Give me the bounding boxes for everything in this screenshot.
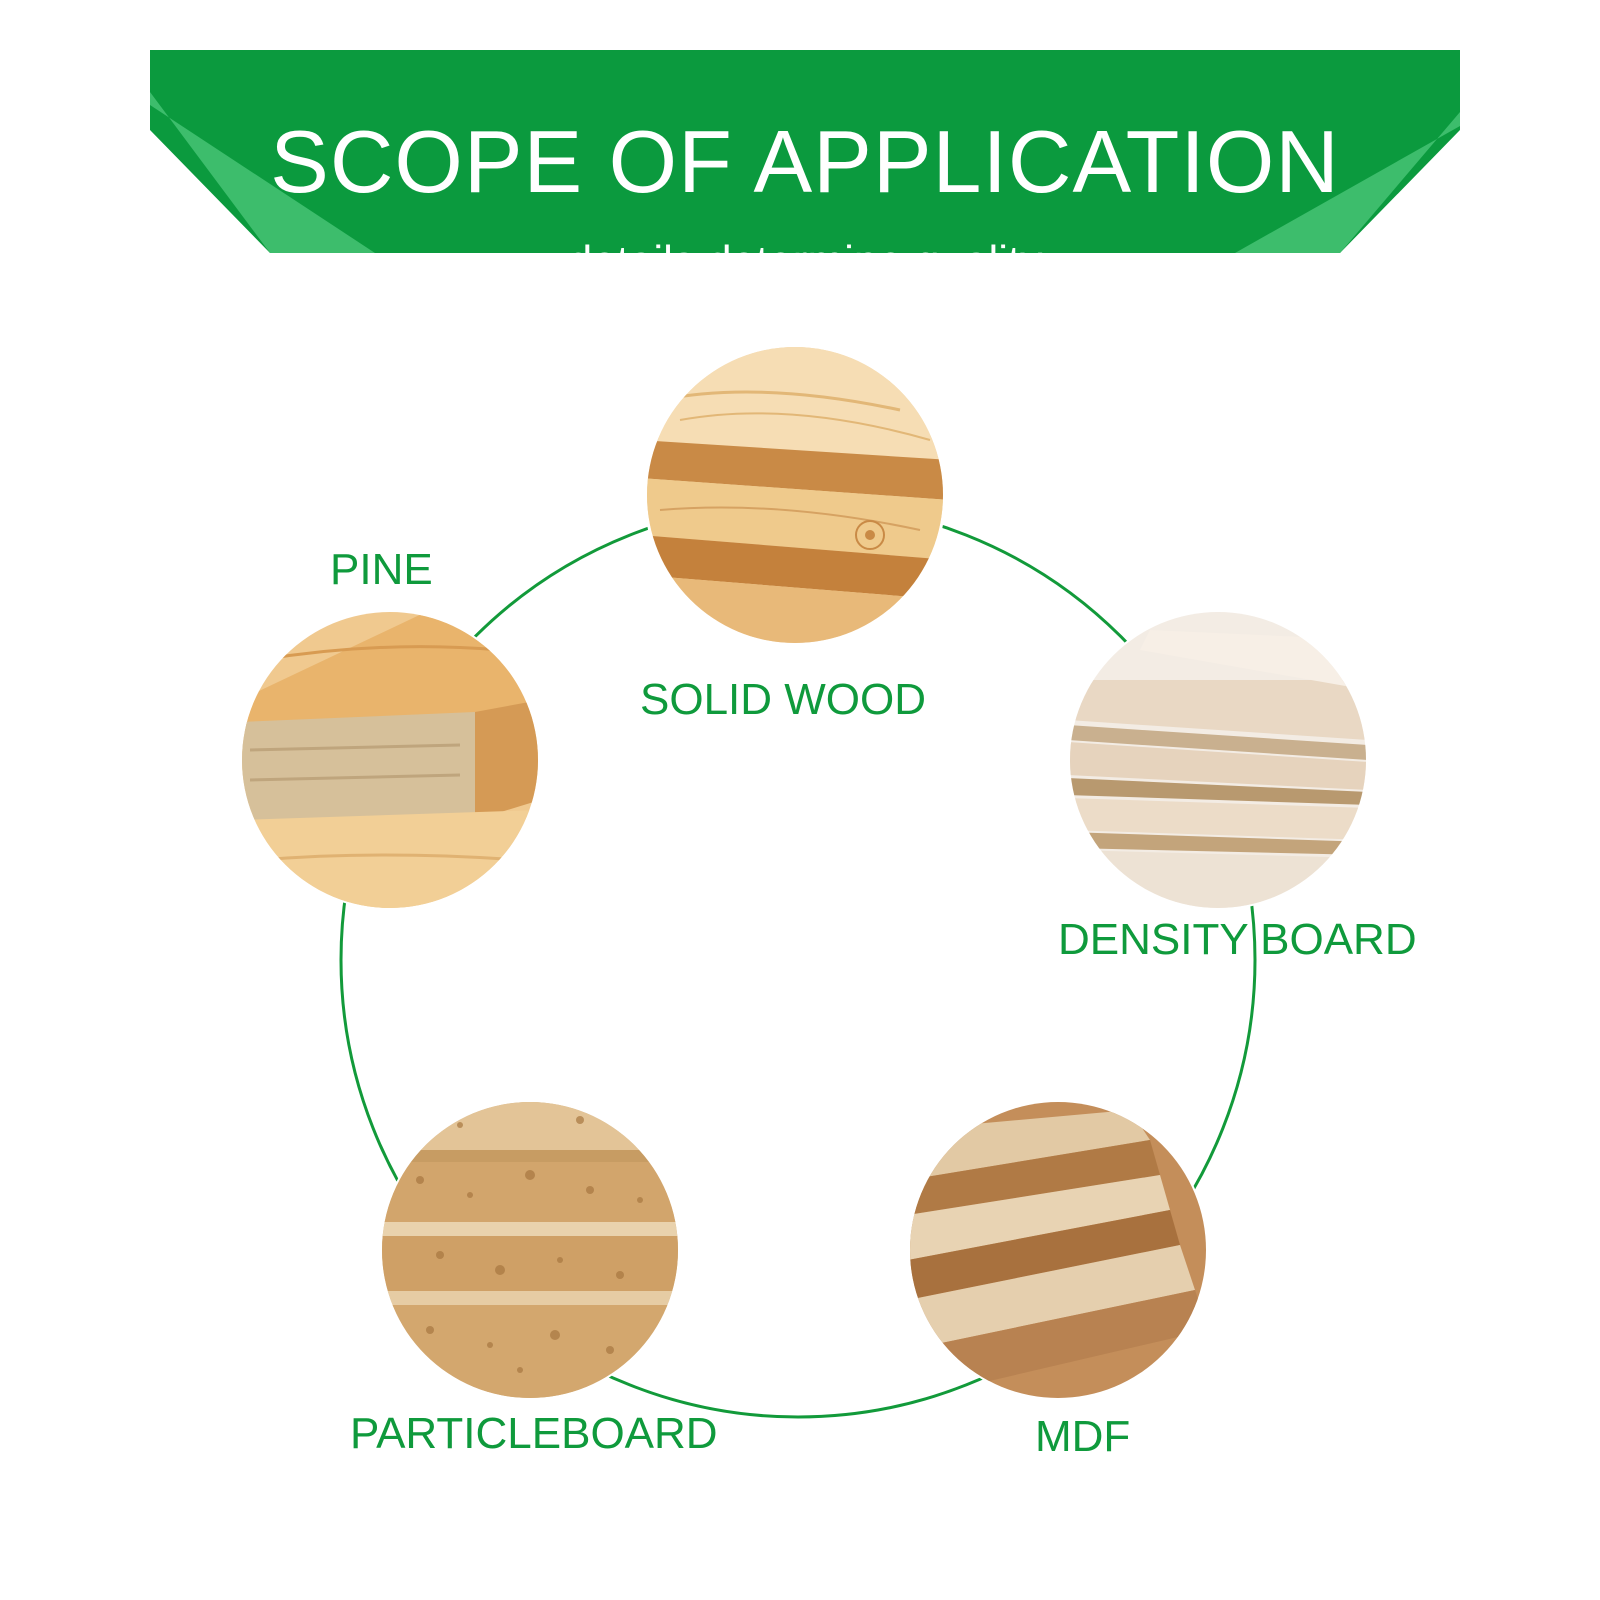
solid-wood-image [645, 345, 945, 645]
density-board-image [1068, 610, 1368, 910]
label-solid-wood: SOLID WOOD [640, 675, 927, 724]
label-mdf: MDF [1035, 1412, 1131, 1461]
label-density-board: DENSITY BOARD [1058, 915, 1417, 964]
pine-image [240, 610, 540, 910]
header-banner: SCOPE OF APPLICATION details determine q… [150, 50, 1460, 284]
banner-left-accent [150, 92, 375, 253]
particleboard-image [380, 1100, 680, 1400]
label-particleboard: PARTICLEBOARD [350, 1409, 718, 1458]
banner-background [150, 50, 1460, 253]
banner-right-accent [1235, 112, 1460, 253]
mdf-image [908, 1100, 1208, 1400]
label-pine: PINE [330, 545, 433, 594]
page-title: SCOPE OF APPLICATION [270, 112, 1340, 211]
page-subtitle: details determine quality [567, 237, 1043, 286]
